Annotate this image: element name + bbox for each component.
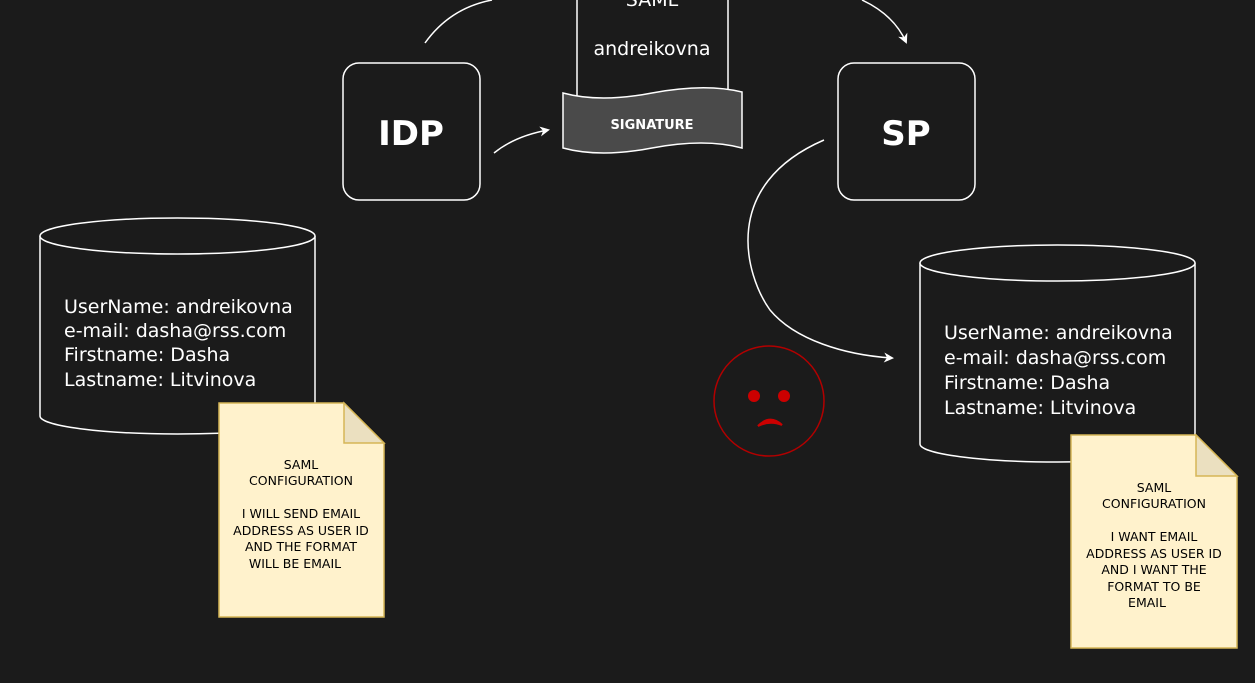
idp-note-line-7: WILL BE EMAIL — [249, 556, 341, 571]
idp-label: IDP — [378, 114, 444, 154]
idp-note-line-1: SAML — [284, 457, 319, 472]
arrow-idp-top-curve — [424, 0, 493, 44]
token-title: SAML — [626, 0, 679, 11]
idp-store-lastname: Lastname: Litvinova — [64, 369, 256, 391]
sp-store-lastname: Lastname: Litvinova — [944, 397, 1136, 419]
saml-token: SAML andreikovna SIGNATURE — [562, 0, 743, 154]
idp-note-line-6: AND THE FORMAT — [245, 539, 357, 554]
sp-note-line-2: CONFIGURATION — [1102, 496, 1206, 511]
idp-note-line-4: I WILL SEND EMAIL — [242, 506, 360, 521]
sp-note-line-8: EMAIL — [1128, 595, 1166, 610]
token-username: andreikovna — [594, 38, 711, 60]
idp-user-store: UserName: andreikovna e-mail: dasha@rss.… — [39, 217, 316, 435]
sp-label: SP — [881, 114, 930, 154]
sp-box: SP — [837, 62, 976, 201]
idp-config-note: SAML CONFIGURATION I WILL SEND EMAIL ADD… — [218, 401, 386, 618]
signature-label: SIGNATURE — [610, 118, 693, 133]
arrow-token-to-sp — [861, 0, 908, 44]
sp-note-line-5: ADDRESS AS USER ID — [1086, 546, 1222, 561]
idp-store-email: e-mail: dasha@rss.com — [64, 320, 286, 342]
sp-note-line-4: I WANT EMAIL — [1111, 529, 1198, 544]
idp-note-line-5: ADDRESS AS USER ID — [233, 523, 369, 538]
idp-note-line-2: CONFIGURATION — [249, 473, 353, 488]
idp-store-firstname: Firstname: Dasha — [64, 344, 230, 366]
sp-store-email: e-mail: dasha@rss.com — [944, 347, 1166, 369]
sp-store-username: UserName: andreikovna — [944, 322, 1173, 344]
idp-box: IDP — [342, 62, 481, 201]
sp-note-line-7: FORMAT TO BE — [1107, 579, 1201, 594]
sp-store-firstname: Firstname: Dasha — [944, 372, 1110, 394]
sp-note-line-6: AND I WANT THE — [1101, 562, 1206, 577]
arrow-idp-to-token — [493, 126, 550, 154]
sp-note-line-1: SAML — [1137, 480, 1172, 495]
idp-store-username: UserName: andreikovna — [64, 296, 293, 318]
sp-config-note: SAML CONFIGURATION I WANT EMAIL ADDRESS … — [1070, 433, 1239, 649]
sad-face-icon — [713, 345, 825, 457]
signature-banner — [562, 87, 743, 154]
sp-user-store: UserName: andreikovna e-mail: dasha@rss.… — [919, 244, 1196, 463]
arrow-sp-to-store — [747, 139, 894, 363]
